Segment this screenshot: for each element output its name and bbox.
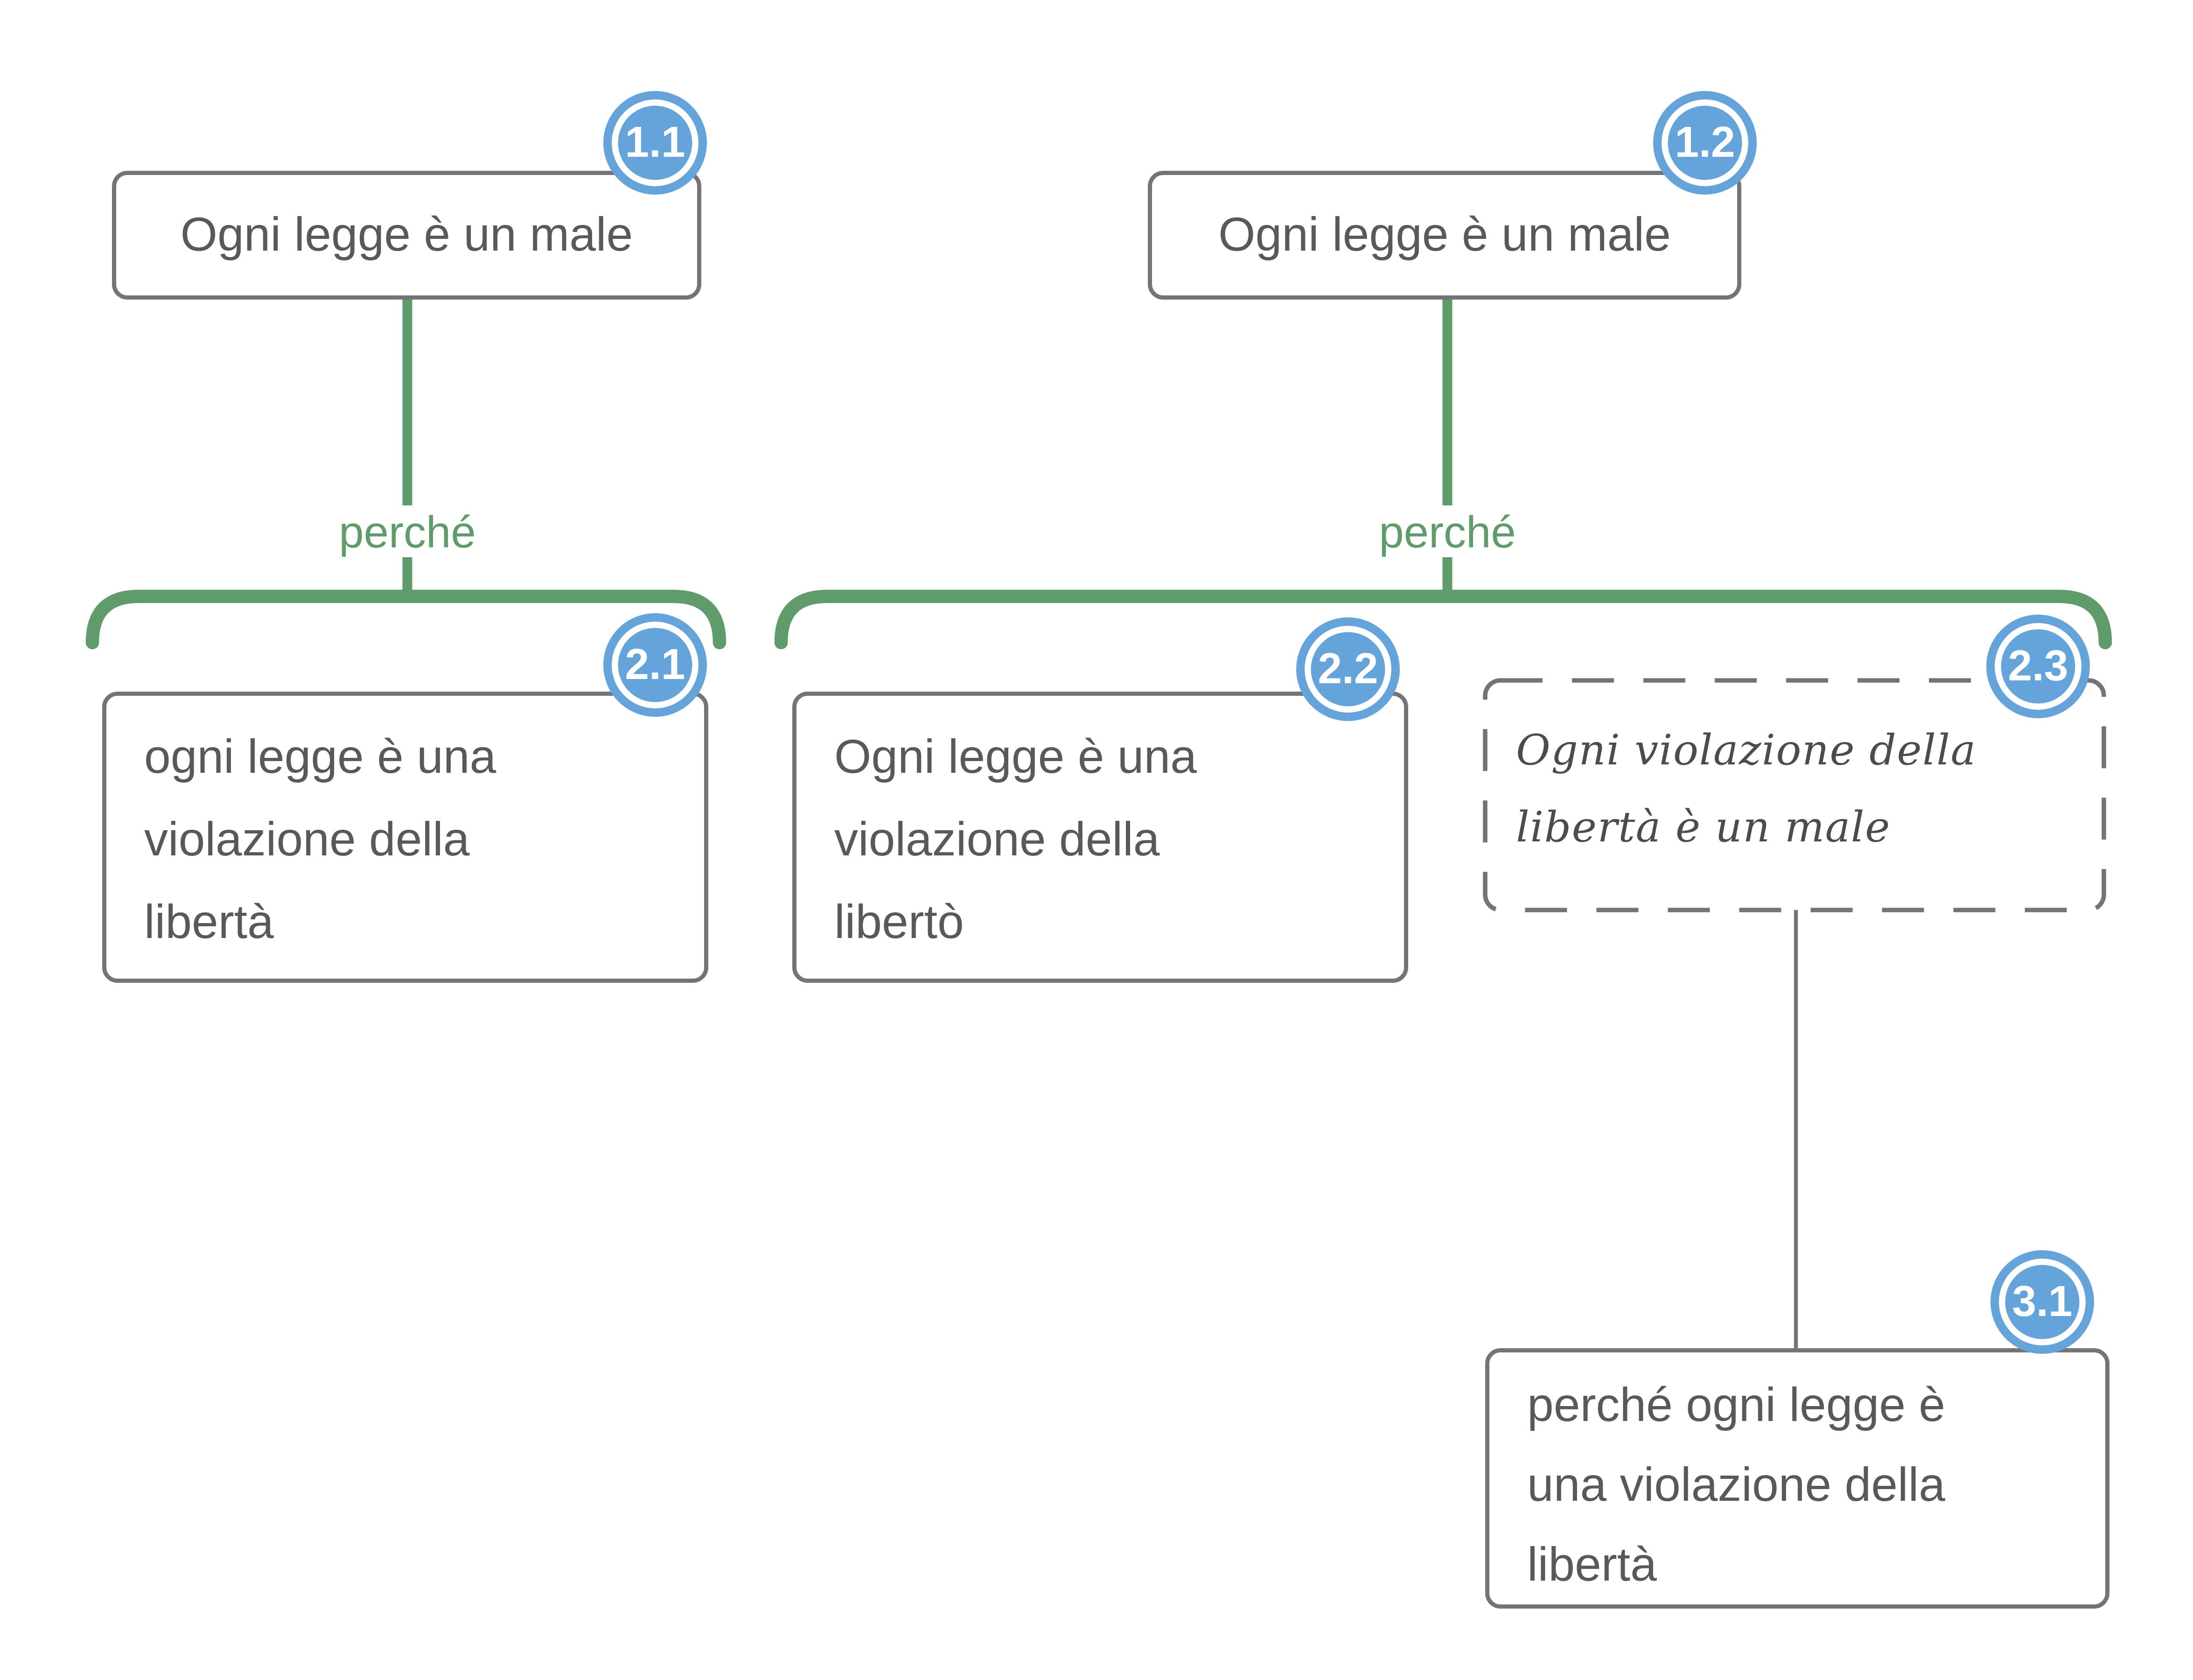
left-children-bracket bbox=[85, 589, 726, 650]
node-2-2[interactable]: Ogni legge è una violazione della libert… bbox=[792, 692, 1408, 983]
node-1-2-badge: 1.2 bbox=[1653, 91, 1757, 195]
node-1-1[interactable]: Ogni legge è un male bbox=[112, 171, 701, 300]
node23-dashed-outline bbox=[1483, 678, 2106, 912]
right-relation-label: perché bbox=[1379, 507, 1516, 557]
node-2-1-badge: 2.1 bbox=[603, 613, 707, 717]
node-1-2[interactable]: Ogni legge è un male bbox=[1148, 171, 1741, 300]
node-1-1-badge: 1.1 bbox=[603, 91, 707, 195]
node-2-3[interactable]: Ogni violazione della libertà è un male bbox=[1516, 727, 1976, 853]
node-2-2-badge: 2.2 bbox=[1296, 617, 1400, 721]
right-children-bracket bbox=[774, 589, 2112, 650]
node-3-1[interactable]: perché ogni legge è una violazione della… bbox=[1485, 1348, 2109, 1609]
node-2-1[interactable]: ogni legge è una violazione della libert… bbox=[102, 692, 708, 983]
node-2-3-badge: 2.3 bbox=[1986, 615, 2090, 718]
left-relation-label: perché bbox=[339, 507, 476, 557]
node-3-1-badge: 3.1 bbox=[1990, 1250, 2094, 1354]
